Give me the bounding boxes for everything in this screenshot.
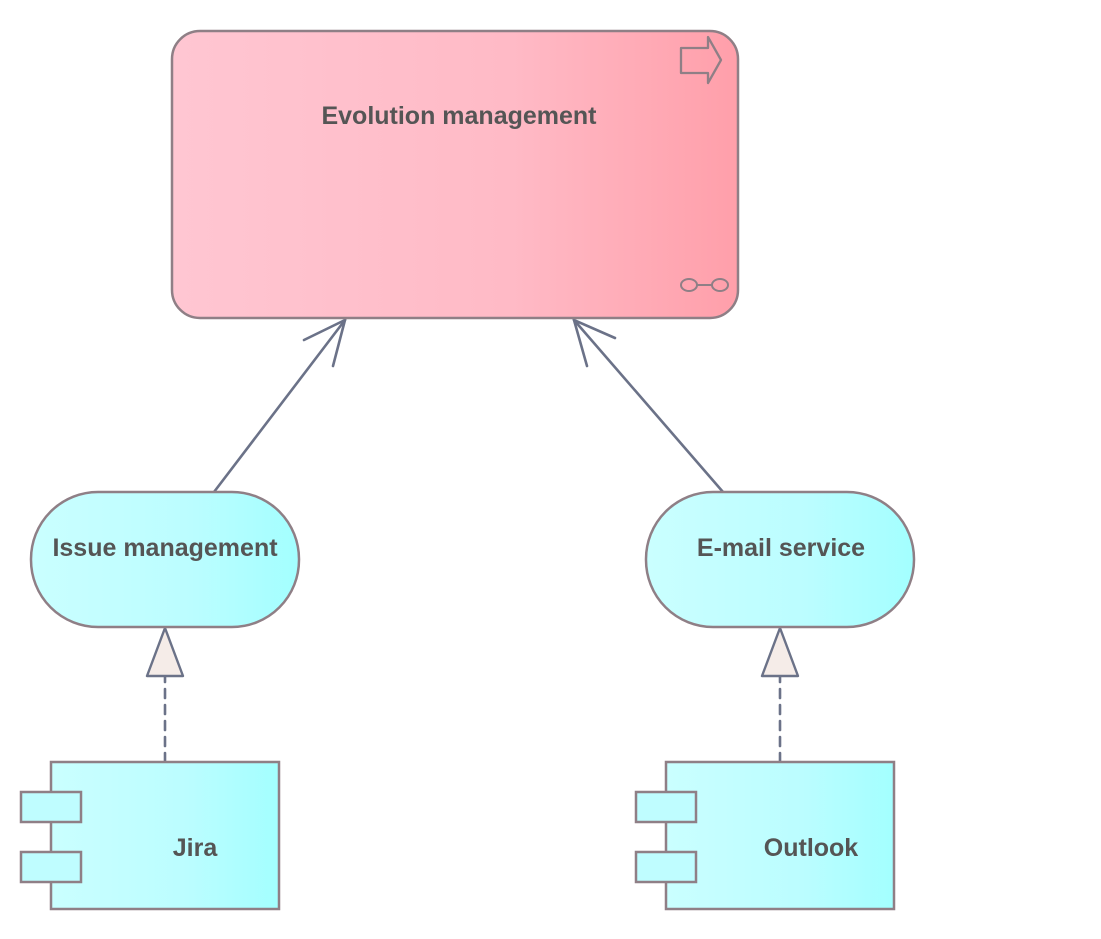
serving-connector-issue-to-evolution[interactable] — [212, 317, 347, 494]
link-icon — [680, 278, 729, 292]
realization-connector-outlook-to-email[interactable] — [760, 626, 800, 764]
component-port-icon — [19, 850, 83, 884]
arrow-right-outline-icon — [679, 35, 723, 85]
email-service-label: E-mail service — [697, 534, 865, 562]
outlook-node[interactable]: Outlook — [634, 760, 896, 911]
issue-management-label: Issue management — [52, 534, 278, 562]
component-port-icon — [19, 790, 83, 824]
realization-arrowhead — [145, 626, 185, 678]
component-port-icon — [634, 790, 698, 824]
realization-connector-jira-to-issue[interactable] — [145, 626, 185, 764]
outlook-label: Outlook — [764, 834, 859, 862]
issue-management-node[interactable]: Issue management — [29, 490, 301, 629]
component-port-icon — [634, 850, 698, 884]
evolution-management-label: Evolution management — [321, 102, 597, 130]
jira-label: Jira — [173, 834, 219, 862]
serving-connector-email-to-evolution[interactable] — [571, 317, 725, 494]
jira-node[interactable]: Jira — [19, 760, 281, 911]
email-service-node[interactable]: E-mail service — [644, 490, 916, 629]
realization-arrowhead — [760, 626, 800, 678]
evolution-management-node[interactable]: Evolution management — [170, 29, 740, 320]
